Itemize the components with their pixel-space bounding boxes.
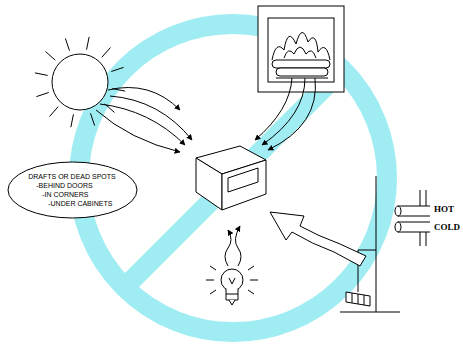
sun-ray — [36, 92, 48, 96]
bubble-outline — [7, 161, 138, 219]
fireplace — [258, 6, 344, 92]
sun-ray — [111, 67, 123, 71]
heat-arrows — [225, 226, 241, 266]
sun-ray — [35, 73, 48, 76]
sun-ray — [71, 114, 74, 127]
sun-ray — [102, 48, 111, 58]
hollow-arrow — [270, 212, 366, 266]
sun-ray — [46, 52, 56, 61]
heat-arrows — [255, 78, 315, 150]
sun-ray — [90, 113, 94, 125]
note-text: -BEHIND DOORS — [28, 181, 116, 190]
bubble-ellipse — [8, 162, 137, 218]
bubble-text: DRAFTS OR DEAD SPOTS-BEHIND DOORS-IN COR… — [28, 172, 116, 208]
light-bulb — [206, 266, 258, 305]
pipe-label: COLD — [434, 222, 460, 232]
sun — [35, 37, 125, 127]
pipe-label: HOT — [434, 204, 454, 214]
note-text: -IN CORNERS — [28, 190, 116, 199]
note-text: -UNDER CABINETS — [28, 199, 116, 208]
pipes — [340, 176, 430, 312]
callout-bubble: DRAFTS OR DEAD SPOTS-BEHIND DOORS-IN COR… — [7, 161, 138, 219]
note-text: DRAFTS OR DEAD SPOTS — [28, 172, 116, 181]
sun-ray — [50, 107, 59, 117]
sun-ray — [65, 38, 69, 50]
thermostat — [196, 146, 266, 210]
heat-arrows — [96, 88, 192, 153]
sun-ray — [87, 37, 90, 50]
